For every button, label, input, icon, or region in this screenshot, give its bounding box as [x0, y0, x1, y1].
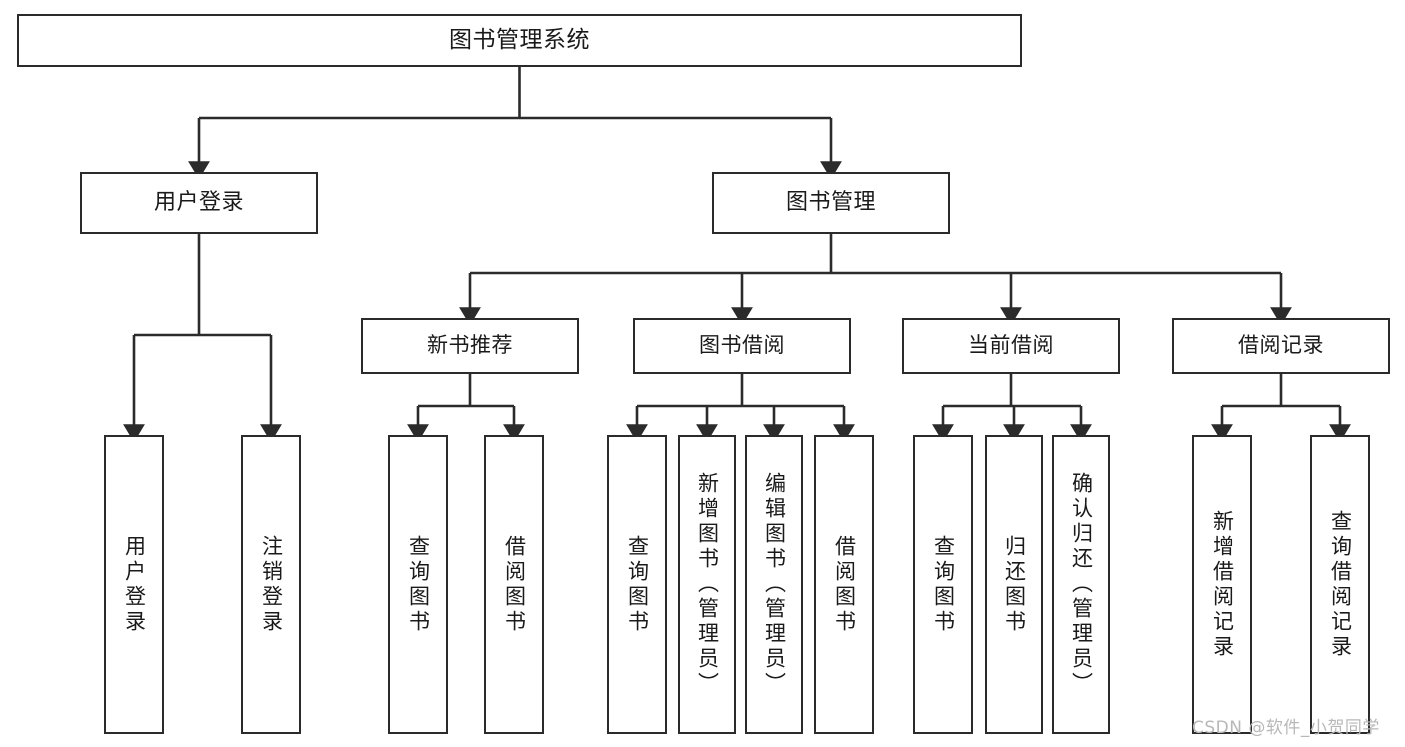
node-borrow-book-1[interactable]: 借阅图书	[484, 435, 544, 734]
node-user-login-do-label: 用户登录	[122, 534, 147, 635]
node-user-logout-label: 注销登录	[259, 534, 284, 635]
node-current-borrow[interactable]: 当前借阅	[902, 318, 1120, 374]
csdn-watermark: CSDN @软件_小贺同学	[1192, 718, 1380, 738]
node-query-borrow-record[interactable]: 查询借阅记录	[1310, 435, 1370, 734]
node-user-logout[interactable]: 注销登录	[241, 435, 301, 734]
node-edit-book-admin-label: 编辑图书（管理员）	[762, 472, 787, 697]
node-edit-book-admin[interactable]: 编辑图书（管理员）	[745, 435, 803, 734]
node-new-book-recommend-label: 新书推荐	[427, 333, 513, 358]
node-add-book-admin-label: 新增图书（管理员）	[695, 472, 720, 697]
node-borrow-book-1-label: 借阅图书	[502, 534, 527, 635]
node-book-borrow[interactable]: 图书借阅	[633, 318, 851, 374]
node-return-book-label: 归还图书	[1002, 534, 1027, 635]
node-add-borrow-record[interactable]: 新增借阅记录	[1192, 435, 1252, 734]
node-borrow-record[interactable]: 借阅记录	[1172, 318, 1390, 374]
node-add-book-admin[interactable]: 新增图书（管理员）	[678, 435, 736, 734]
node-query-book-2-label: 查询图书	[625, 534, 650, 635]
node-query-borrow-record-label: 查询借阅记录	[1328, 509, 1353, 660]
node-user-login[interactable]: 用户登录	[80, 172, 318, 234]
node-borrow-book-2[interactable]: 借阅图书	[814, 435, 874, 734]
node-query-book-1-label: 查询图书	[406, 534, 431, 635]
node-return-book[interactable]: 归还图书	[985, 435, 1043, 734]
node-query-book-3-label: 查询图书	[931, 534, 956, 635]
node-confirm-return-admin-label: 确认归还（管理员）	[1069, 472, 1094, 697]
node-query-book-3[interactable]: 查询图书	[913, 435, 973, 734]
node-book-borrow-label: 图书借阅	[699, 333, 785, 358]
node-current-borrow-label: 当前借阅	[968, 333, 1054, 358]
node-root-label: 图书管理系统	[449, 26, 590, 53]
node-book-manage-label: 图书管理	[785, 189, 876, 215]
node-confirm-return-admin[interactable]: 确认归还（管理员）	[1052, 435, 1110, 734]
node-root[interactable]: 图书管理系统	[17, 14, 1022, 67]
node-user-login-label: 用户登录	[153, 189, 244, 215]
node-query-book-1[interactable]: 查询图书	[388, 435, 448, 734]
node-borrow-record-label: 借阅记录	[1238, 333, 1324, 358]
node-borrow-book-2-label: 借阅图书	[832, 534, 857, 635]
node-user-login-do[interactable]: 用户登录	[104, 435, 164, 734]
node-book-manage[interactable]: 图书管理	[712, 172, 950, 234]
node-new-book-recommend[interactable]: 新书推荐	[361, 318, 579, 374]
node-add-borrow-record-label: 新增借阅记录	[1210, 509, 1235, 660]
node-query-book-2[interactable]: 查询图书	[607, 435, 667, 734]
